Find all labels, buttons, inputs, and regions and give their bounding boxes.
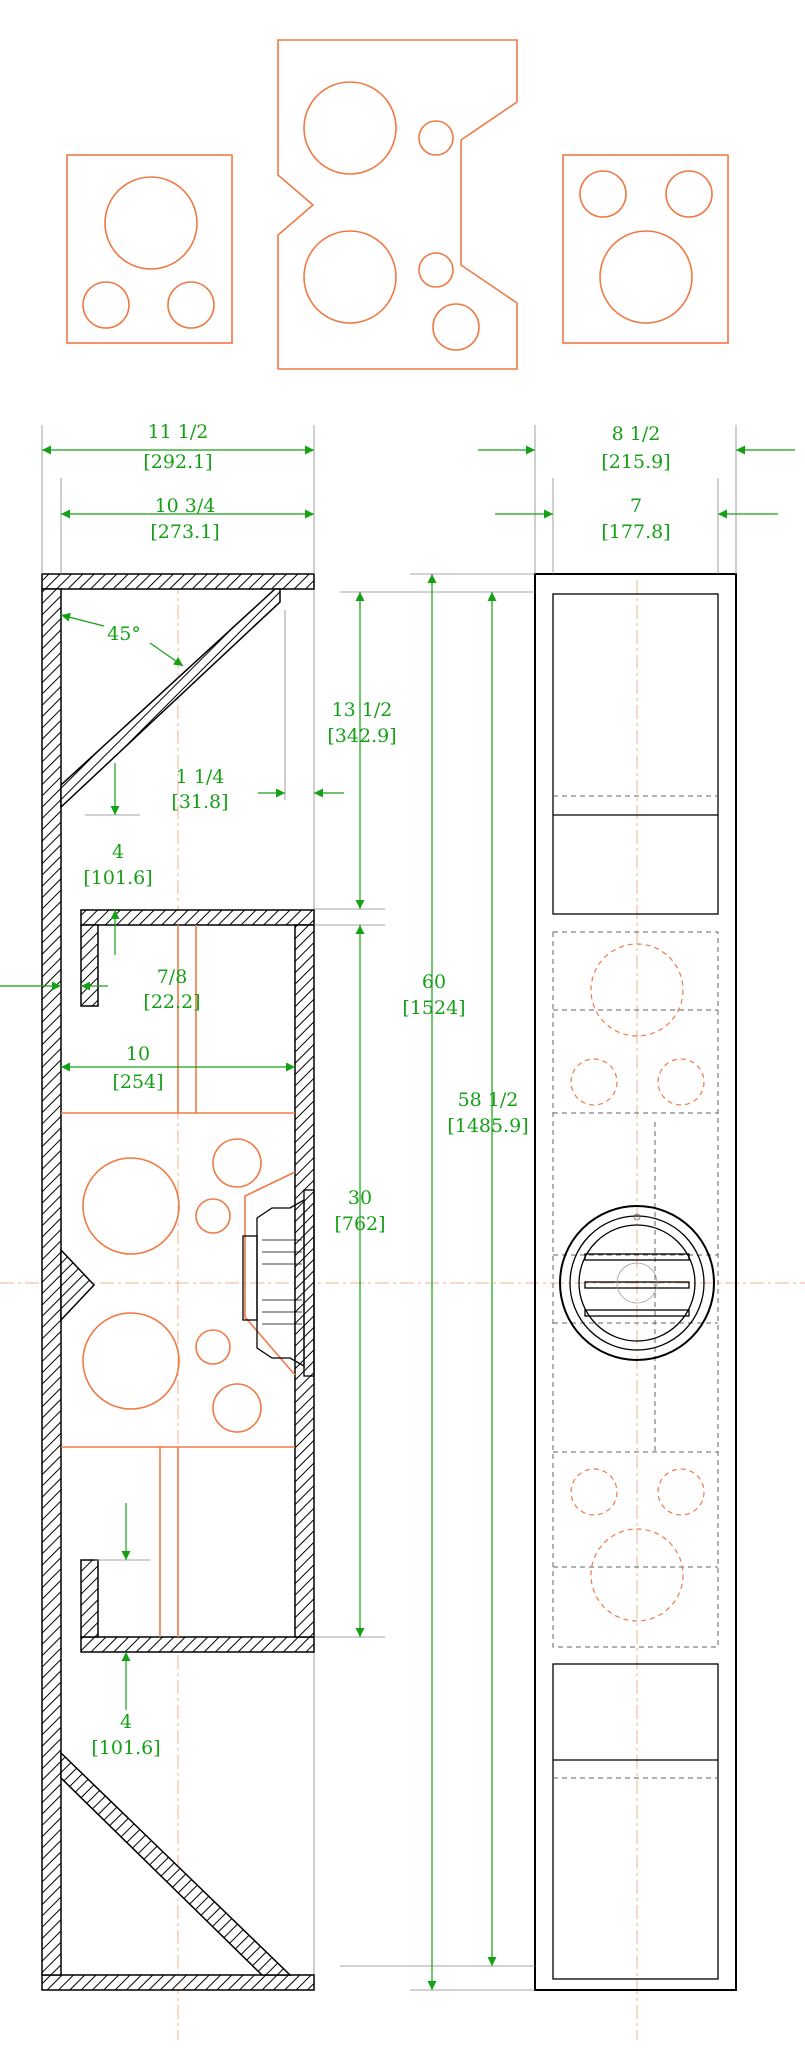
driver-front-view — [559, 1205, 715, 1361]
dim-total-height-in: 60 — [422, 971, 446, 993]
dim-inner-width-mm: [273.1] — [150, 521, 219, 543]
dim-gap-in: 1 1/4 — [176, 766, 225, 788]
dim-total-height-mm: [1524] — [402, 997, 465, 1019]
dim-center-box-mm: [762] — [334, 1213, 385, 1235]
brace-panel-right — [562, 154, 729, 344]
side-section-view — [0, 573, 805, 2040]
driver-side-view — [242, 1189, 315, 1377]
dim-outer-width-mm: [292.1] — [143, 451, 212, 473]
dim-lower-port-in: 4 — [120, 1711, 132, 1733]
dim-angle: 45° — [107, 623, 141, 645]
dim-inner-depth-mm: [177.8] — [601, 521, 670, 543]
dim-top-chamber-in: 13 1/2 — [332, 699, 393, 721]
dim-panel-in: 7/8 — [157, 966, 188, 988]
dim-outer-depth-mm: [215.9] — [601, 451, 670, 473]
dim-inner-height-in: 58 1/2 — [458, 1089, 519, 1111]
dim-inner-height-mm: [1485.9] — [447, 1115, 528, 1137]
dim-inner-depth-in: 7 — [630, 495, 642, 517]
dim-outer-depth-in: 8 1/2 — [612, 423, 661, 445]
dim-inner-box-in: 10 — [126, 1043, 150, 1065]
brace-panel-left — [66, 154, 233, 344]
dim-inner-width-in: 10 3/4 — [155, 495, 216, 517]
dim-top-chamber-mm: [342.9] — [327, 725, 396, 747]
dim-lower-port-mm: [101.6] — [91, 1737, 160, 1759]
dim-outer-width-in: 11 1/2 — [148, 421, 209, 443]
front-view — [534, 573, 737, 2040]
dim-gap-mm: [31.8] — [171, 791, 228, 813]
brace-panel-center — [277, 39, 518, 370]
dimension-layer: 11 1/2 [292.1] 10 3/4 [273.1] 8 1/2 [215… — [0, 421, 795, 1991]
dim-inner-box-mm: [254] — [112, 1071, 163, 1093]
dim-center-box-in: 30 — [348, 1187, 372, 1209]
dim-upper-port-mm: [101.6] — [83, 867, 152, 889]
dim-panel-mm: [22.2] — [143, 991, 200, 1013]
dim-upper-port-in: 4 — [112, 841, 124, 863]
